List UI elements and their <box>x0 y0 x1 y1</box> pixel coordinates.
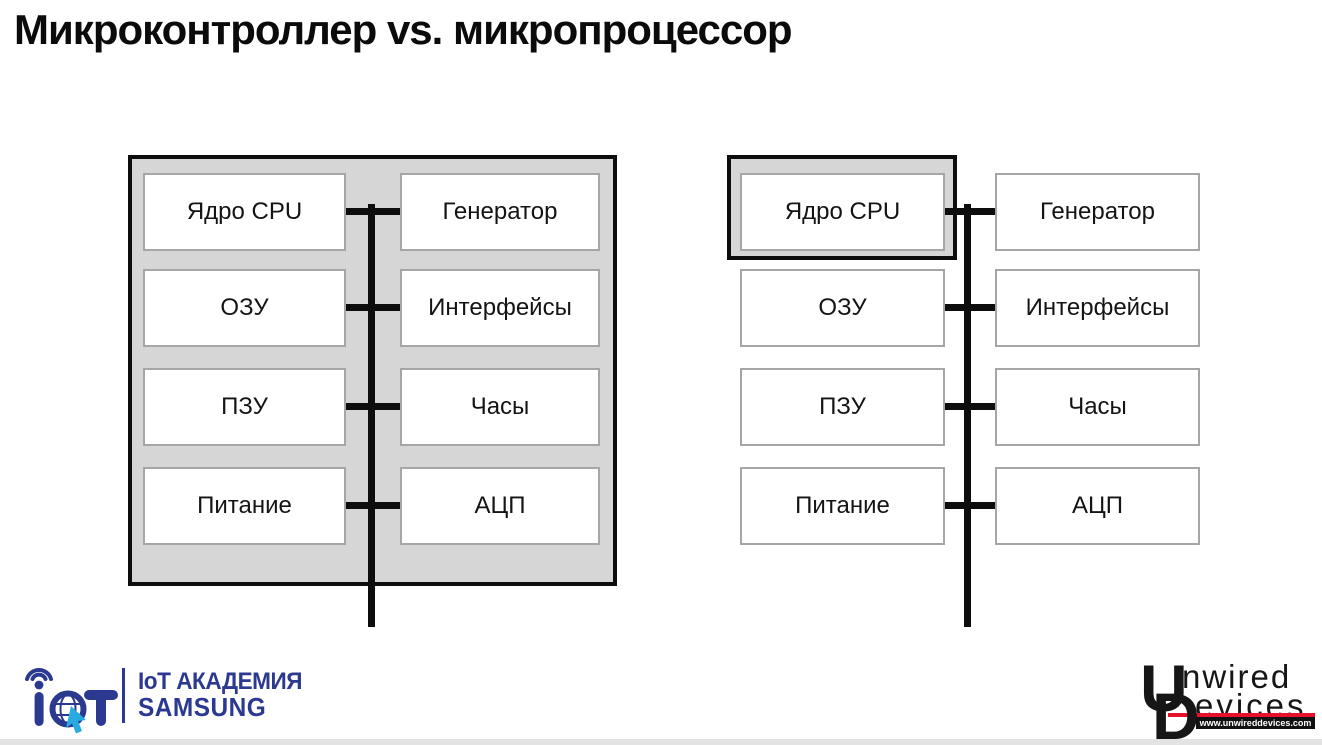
block-cpu-core: Ядро CPU <box>143 173 346 251</box>
unwired-word: nwired <box>1182 658 1292 695</box>
block-oscillator: Генератор <box>400 173 600 251</box>
block-ram: ОЗУ <box>740 269 945 347</box>
bus-connector <box>943 403 997 410</box>
letter-t <box>84 690 118 726</box>
radio-wave-outer-icon <box>25 668 53 681</box>
radio-wave-inner-icon <box>30 672 48 681</box>
block-ram: ОЗУ <box>143 269 346 347</box>
website-url: www.unwireddevices.com <box>1199 718 1312 728</box>
unwired-devices-logo: U nwired D evices www.unwireddevices.com <box>1140 651 1318 745</box>
block-rom: ПЗУ <box>740 368 945 446</box>
bus-connector <box>346 403 402 410</box>
block-interfaces: Интерфейсы <box>995 269 1200 347</box>
bus-line <box>368 204 375 627</box>
block-adc: АЦП <box>995 467 1200 545</box>
bus-connector <box>943 502 997 509</box>
iot-academy-label: IoT АКАДЕМИЯ <box>138 668 303 695</box>
slide-title: Микроконтроллер vs. микропроцессор <box>14 6 793 53</box>
bus-connector <box>943 208 997 215</box>
block-interfaces: Интерфейсы <box>400 269 600 347</box>
block-oscillator: Генератор <box>995 173 1200 251</box>
block-adc: АЦП <box>400 467 600 545</box>
iot-logo-glyph <box>25 668 118 734</box>
unwired-initial-u: U <box>1140 651 1188 725</box>
cursor-arrow-icon <box>66 706 86 734</box>
logo-divider <box>122 668 125 723</box>
iot-logo-text: IoT АКАДЕМИЯ SAMSUNG <box>138 668 303 723</box>
samsung-label: SAMSUNG <box>138 692 267 723</box>
bus-connector <box>346 304 402 311</box>
slide-bottom-edge <box>0 739 1322 745</box>
block-power: Питание <box>740 467 945 545</box>
bus-line <box>964 204 971 627</box>
devices-initial-d: D <box>1152 679 1200 745</box>
bus-connector <box>943 304 997 311</box>
logo-red-underline <box>1168 713 1315 717</box>
block-rom: ПЗУ <box>143 368 346 446</box>
block-clock: Часы <box>400 368 600 446</box>
block-power: Питание <box>143 467 346 545</box>
letter-i-stem <box>34 692 44 726</box>
block-clock: Часы <box>995 368 1200 446</box>
website-strip: www.unwireddevices.com <box>1196 717 1315 729</box>
letter-i-dot <box>34 680 44 690</box>
bus-connector <box>346 208 402 215</box>
bus-connector <box>346 502 402 509</box>
iot-academy-samsung-logo: IoT АКАДЕМИЯ SAMSUNG <box>24 660 314 738</box>
block-cpu-core: Ядро CPU <box>740 173 945 251</box>
